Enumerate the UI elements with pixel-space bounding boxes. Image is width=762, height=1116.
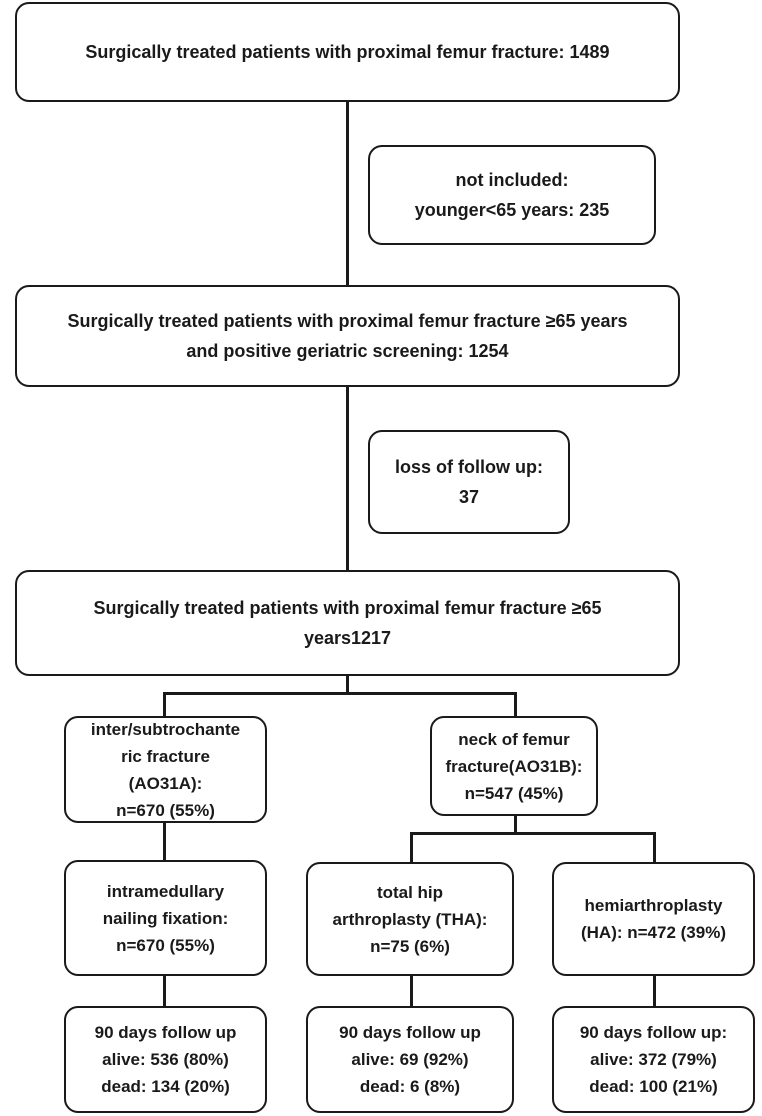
ha-box: hemiarthroplasty (HA): n=472 (39%) <box>552 862 755 976</box>
connector-split <box>163 692 516 695</box>
connector-to-intertrochanteric <box>163 692 166 716</box>
nailing-fixation-box: intramedullary nailing fixation: n=670 (… <box>64 860 267 976</box>
box-text: alive: 536 (80%) <box>102 1050 229 1069</box>
box-text: 90 days follow up <box>339 1023 481 1042</box>
box-text: inter/subtrochante <box>90 719 241 739</box>
box-text: neck of femur <box>458 729 570 749</box>
connector-ha-outcome <box>653 975 656 1007</box>
box-text: (AO31A): <box>128 773 203 793</box>
connector-main-trunk <box>346 675 349 694</box>
box-text: and positive geriatric screening: 1254 <box>186 341 509 361</box>
box-text: (HA): n=472 (39%) <box>580 923 726 942</box>
analyzed-patients-box: Surgically treated patients with proxima… <box>15 570 680 676</box>
box-text: alive: 372 (79%) <box>590 1050 717 1069</box>
excluded-age-box: not included: younger<65 years: 235 <box>368 145 656 245</box>
box-text: 37 <box>458 487 480 507</box>
box-text: n=670 (55%) <box>116 935 215 955</box>
box-text: fracture(AO31B): <box>445 756 583 776</box>
box-text: ric fracture <box>121 746 210 766</box>
connector-neck-split <box>514 815 517 834</box>
box-text: dead: 134 (20%) <box>101 1077 230 1096</box>
box-text: Surgically treated patients with proxima… <box>93 598 602 618</box>
connector-to-ha <box>653 832 656 862</box>
box-text: nailing fixation: <box>102 908 229 928</box>
box-text: intramedullary <box>106 881 225 901</box>
connector-intertrochanteric-nailing <box>163 822 166 860</box>
box-text: 90 days follow up <box>94 1023 237 1042</box>
connector-main-trunk <box>346 385 349 570</box>
neck-of-femur-fracture-box: neck of femur fracture(AO31B): n=547 (45… <box>430 716 598 816</box>
connector-neck-branch <box>410 832 655 835</box>
connector-main-trunk <box>346 100 349 286</box>
box-text: arthroplasty (THA): <box>332 909 488 929</box>
box-text: alive: 69 (92%) <box>351 1050 469 1069</box>
box-text: not included: <box>455 170 569 190</box>
box-text: total hip <box>376 882 444 902</box>
total-patients-box: Surgically treated patients with proxima… <box>15 2 680 102</box>
nailing-outcome-box: 90 days follow up alive: 536 (80%) dead:… <box>64 1006 267 1113</box>
tha-outcome-box: 90 days follow up alive: 69 (92%) dead: … <box>306 1006 514 1113</box>
screened-patients-box: Surgically treated patients with proxima… <box>15 285 680 387</box>
box-text: younger<65 years: 235 <box>414 200 610 220</box>
loss-followup-box: loss of follow up: 37 <box>368 430 570 534</box>
box-text: Surgically treated patients with proxima… <box>85 42 610 62</box>
tha-box: total hip arthroplasty (THA): n=75 (6%) <box>306 862 514 976</box>
box-text: n=547 (45%) <box>464 783 564 803</box>
box-text: n=670 (55%) <box>116 800 215 820</box>
box-text: Surgically treated patients with proxima… <box>67 311 628 331</box>
connector-nailing-outcome <box>163 975 166 1007</box>
connector-tha-outcome <box>410 975 413 1007</box>
ha-outcome-box: 90 days follow up: alive: 372 (79%) dead… <box>552 1006 755 1113</box>
connector-to-tha <box>410 832 413 862</box>
connector-to-neck <box>514 692 517 716</box>
intertrochanteric-fracture-box: inter/subtrochante ric fracture (AO31A):… <box>64 716 267 823</box>
box-text: hemiarthroplasty <box>584 896 723 915</box>
box-text: 90 days follow up: <box>579 1023 728 1042</box>
box-text: dead: 100 (21%) <box>589 1077 718 1096</box>
box-text: loss of follow up: <box>395 457 543 477</box>
box-text: years1217 <box>303 628 392 648</box>
box-text: n=75 (6%) <box>370 936 450 956</box>
box-text: dead: 6 (8%) <box>359 1077 461 1096</box>
